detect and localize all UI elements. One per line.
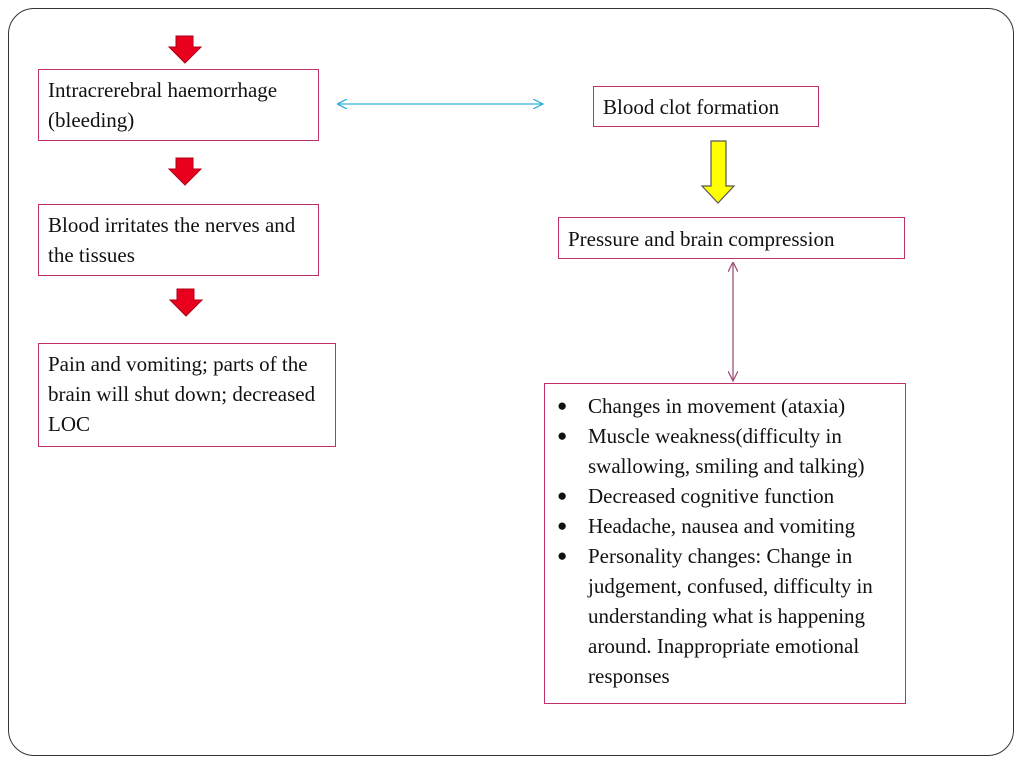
bullet-icon: ●: [557, 486, 568, 505]
pain-vomiting-box: Pain and vomiting; parts of the brain wi…: [38, 343, 336, 447]
symptom-item: ● Decreased cognitive function: [545, 481, 905, 511]
red-down-arrow-bottom: [168, 288, 204, 317]
symptom-item: ● Personality changes: Change in judgeme…: [545, 541, 905, 691]
pressure-compression-box: Pressure and brain compression: [558, 217, 905, 259]
nerve-irritation-box: Blood irritates the nerves and the tissu…: [38, 204, 319, 276]
symptom-text: Personality changes: Change in judgement…: [588, 544, 873, 688]
red-down-arrow-top: [167, 35, 203, 64]
slide-frame: [8, 8, 1014, 756]
bullet-icon: ●: [557, 516, 568, 535]
blood-clot-text: Blood clot formation: [603, 95, 780, 119]
symptom-item: ● Changes in movement (ataxia): [545, 391, 905, 421]
haemorrhage-box: Intracrerebral haemorrhage (bleeding): [38, 69, 319, 141]
pain-vomiting-text: Pain and vomiting; parts of the brain wi…: [48, 352, 316, 436]
pressure-compression-text: Pressure and brain compression: [568, 227, 835, 251]
bullet-icon: ●: [557, 546, 568, 565]
bullet-icon: ●: [557, 426, 568, 445]
red-down-arrow-middle: [167, 157, 203, 186]
symptoms-box: ● Changes in movement (ataxia) ● Muscle …: [544, 383, 906, 704]
symptom-item: ● Muscle weakness(difficulty in swallowi…: [545, 421, 905, 481]
yellow-down-arrow: [700, 140, 736, 204]
symptom-text: Muscle weakness(difficulty in swallowing…: [588, 424, 865, 478]
symptom-item: ● Headache, nausea and vomiting: [545, 511, 905, 541]
bullet-icon: ●: [557, 396, 568, 415]
symptom-list: ● Changes in movement (ataxia) ● Muscle …: [545, 391, 905, 691]
symptom-text: Changes in movement (ataxia): [588, 394, 846, 418]
haemorrhage-text: Intracrerebral haemorrhage (bleeding): [48, 78, 278, 132]
blood-clot-box: Blood clot formation: [593, 86, 819, 127]
nerve-irritation-text: Blood irritates the nerves and the tissu…: [48, 213, 296, 267]
symptom-text: Decreased cognitive function: [588, 484, 835, 508]
symptom-text: Headache, nausea and vomiting: [588, 514, 856, 538]
